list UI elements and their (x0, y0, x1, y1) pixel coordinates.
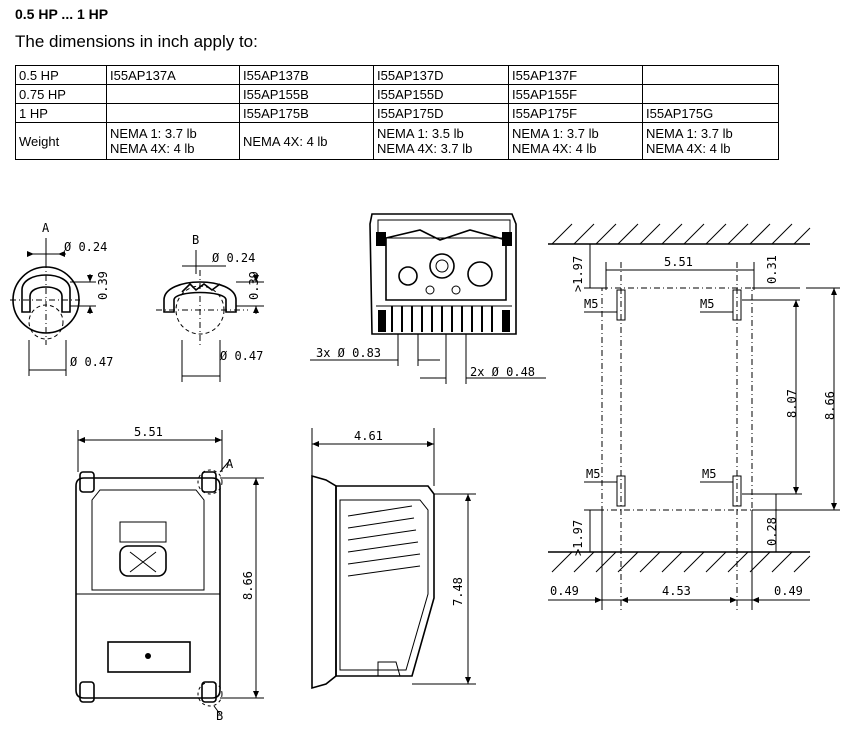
detail-a-callout: A (226, 457, 234, 471)
table-cell: I55AP175D (373, 103, 509, 123)
weight-line: NEMA 1: 3.7 lb (646, 126, 733, 141)
detail-b-dia-top: Ø 0.24 (212, 251, 255, 265)
detail-a: A Ø 0.24 0.39 Ø 0.47 (10, 221, 113, 376)
model-table: 0.5 HP I55AP137A I55AP137B I55AP137D I55… (15, 65, 779, 160)
table-cell: NEMA 1: 3.7 lb NEMA 4X: 4 lb (106, 122, 240, 160)
weight-line: NEMA 4X: 4 lb (110, 141, 195, 156)
screw-label-tr: M5 (700, 297, 714, 311)
table-cell: I55AP155D (373, 84, 509, 104)
table-row: 1 HP I55AP175B I55AP175D I55AP175F I55AP… (15, 103, 779, 123)
front-height: 8.66 (241, 571, 255, 600)
detail-b-label: B (192, 233, 199, 247)
holes-small-label: 2x Ø 0.48 (470, 365, 535, 379)
screw-label-br: M5 (702, 467, 716, 481)
page-title: 0.5 HP ... 1 HP (15, 6, 109, 22)
detail-b-height: 0.39 (247, 271, 261, 300)
table-cell: I55AP175B (239, 103, 374, 123)
holes-large-label: 3x Ø 0.83 (316, 346, 381, 360)
table-cell: 1 HP (15, 103, 107, 123)
table-cell: NEMA 1: 3.7 lb NEMA 4X: 4 lb (508, 122, 643, 160)
page-subtitle: The dimensions in inch apply to: (15, 32, 258, 51)
table-row: 0.75 HP I55AP155B I55AP155D I55AP155F (15, 84, 779, 104)
table-cell: Weight (15, 122, 107, 160)
mounting-diagram: M5 M5 M5 M5 >1.97 5.51 0.31 8.07 8.66 (548, 223, 840, 610)
clearance-top: >1.97 (571, 256, 585, 292)
front-view: 5.51 A B 8.66 (75, 425, 264, 723)
weight-line: NEMA 1: 3.7 lb (110, 126, 197, 141)
detail-a-dia-top: Ø 0.24 (64, 240, 107, 254)
edge-left: 0.49 (550, 584, 579, 598)
bottom-offset: 0.28 (765, 517, 779, 546)
front-width: 5.51 (134, 425, 163, 439)
detail-b-callout: B (216, 709, 223, 723)
weight-line: NEMA 4X: 4 lb (512, 141, 597, 156)
table-row-weight: Weight NEMA 1: 3.7 lb NEMA 4X: 4 lb NEMA… (15, 122, 779, 160)
table-cell: NEMA 1: 3.7 lb NEMA 4X: 4 lb (642, 122, 779, 160)
screw-label-tl: M5 (584, 297, 598, 311)
table-cell: NEMA 1: 3.5 lb NEMA 4X: 3.7 lb (373, 122, 509, 160)
bottom-view: 3x Ø 0.83 2x Ø 0.48 (310, 213, 546, 384)
total-height: 8.66 (823, 391, 837, 420)
weight-line: NEMA 4X: 3.7 lb (377, 141, 473, 156)
side-height: 7.48 (451, 577, 465, 606)
detail-a-height: 0.39 (96, 271, 110, 300)
weight-line: NEMA 1: 3.7 lb (512, 126, 599, 141)
hole-spacing-x: 5.51 (664, 255, 693, 269)
top-offset: 0.31 (765, 255, 779, 284)
clearance-bottom: >1.97 (571, 520, 585, 556)
side-view: 4.61 7.48 (311, 428, 476, 690)
screw-label-bl: M5 (586, 467, 600, 481)
inner-width: 4.53 (662, 584, 691, 598)
detail-a-dia-bottom: Ø 0.47 (70, 355, 113, 369)
detail-b: B Ø 0.24 0.39 Ø 0.47 (156, 233, 264, 382)
weight-line: NEMA 1: 3.5 lb (377, 126, 464, 141)
detail-b-dia-bottom: Ø 0.47 (220, 349, 263, 363)
detail-a-label: A (42, 221, 50, 235)
side-depth: 4.61 (354, 429, 383, 443)
hole-spacing-y: 8.07 (785, 389, 799, 418)
weight-line: NEMA 4X: 4 lb (243, 133, 328, 149)
weight-line: NEMA 4X: 4 lb (646, 141, 731, 156)
edge-right: 0.49 (774, 584, 803, 598)
table-cell: I55AP137A (106, 65, 240, 85)
